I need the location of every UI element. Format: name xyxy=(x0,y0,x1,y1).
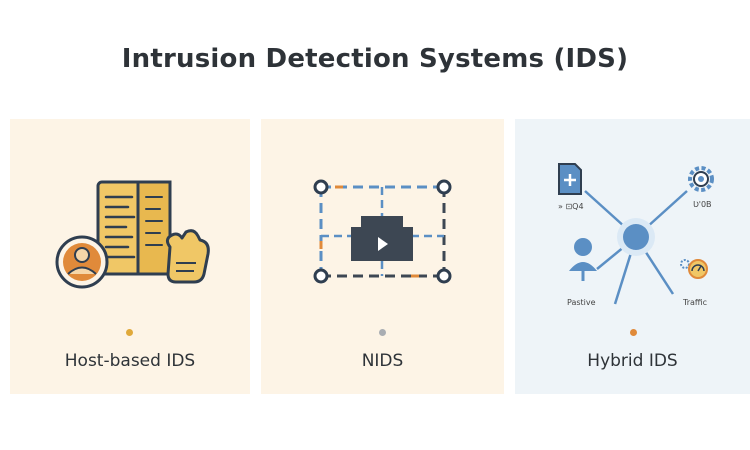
card-hybrid-ids: » ⊡Q4 Ʋ'0B Pastive Traffic Hybrid IDS xyxy=(515,119,750,394)
card-host-based-ids: Host-based IDS xyxy=(10,119,250,394)
gear-tag: Ʋ'0B xyxy=(693,200,712,209)
file-tag: » ⊡Q4 xyxy=(558,202,584,211)
hand-icon xyxy=(165,229,210,284)
person-avatar-icon xyxy=(55,235,109,289)
card-nids: NIDS xyxy=(261,119,504,394)
card-label: Hybrid IDS xyxy=(587,351,678,371)
hybrid-ids-illustration: » ⊡Q4 Ʋ'0B Pastive Traffic xyxy=(558,163,714,307)
host-ids-illustration xyxy=(55,180,210,289)
person-tag: Pastive xyxy=(567,298,596,307)
nids-network-illustration xyxy=(313,179,452,284)
card-label: NIDS xyxy=(361,351,404,371)
monitor-play-icon xyxy=(351,216,413,261)
status-dot xyxy=(379,329,386,336)
hub-node-icon xyxy=(623,224,649,250)
file-plus-icon xyxy=(558,163,582,195)
person-icon xyxy=(569,238,597,281)
card-label: Host-based IDS xyxy=(64,351,196,371)
traffic-gauge-icon xyxy=(680,259,708,279)
gear-icon xyxy=(688,166,714,192)
status-dot xyxy=(630,329,637,336)
page-title: Intrusion Detection Systems (IDS) xyxy=(121,44,629,74)
status-dot xyxy=(126,329,133,336)
traffic-tag: Traffic xyxy=(682,298,707,307)
network-node-icons xyxy=(313,179,452,284)
